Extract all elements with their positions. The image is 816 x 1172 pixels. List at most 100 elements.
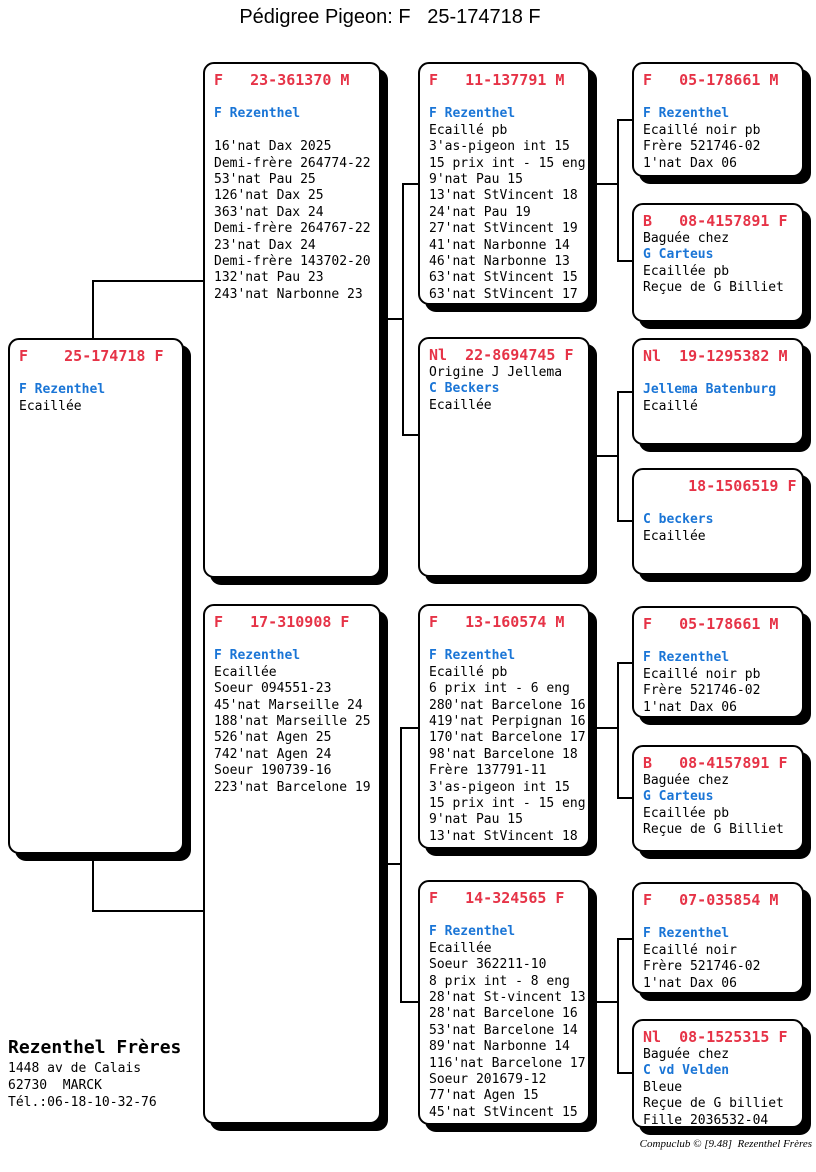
fancier-name: C beckers (643, 512, 714, 528)
owner-address-block: Rezenthel Frères 1448 av de Calais 62730… (8, 1036, 181, 1111)
ring-number-header: 18-1506519 F (643, 477, 797, 495)
pedigree-note-line: 1'nat Dax 06 (643, 699, 737, 715)
blank-line (214, 90, 377, 106)
pedigree-note-line: Ecaillé pb (429, 664, 508, 680)
fancier-name: F Rezenthel (214, 106, 301, 122)
fancier-name: F Rezenthel (429, 106, 516, 122)
ring-number-header: F 11-137791 M (429, 71, 565, 89)
ring-number-header: F 14-324565 F (429, 889, 565, 907)
fancier-name: C Beckers (429, 381, 500, 397)
pedigree-note-line: 45'nat StVincent 15 (429, 1104, 578, 1120)
pedigree-note-line: Ecaillée (643, 528, 706, 544)
fancier-name: F Rezenthel (19, 382, 106, 398)
blank-line (19, 366, 180, 382)
pedigree-note-line: Baguée chez (643, 773, 730, 788)
fancier-name: F Rezenthel (643, 650, 730, 666)
pedigree-note-line: 9'nat Pau 15 (429, 171, 523, 187)
pedigree-note-line: Frère 521746-02 (643, 959, 761, 975)
connector-line (617, 119, 632, 121)
ring-number-header: F 05-178661 M (643, 615, 779, 633)
connector-line (590, 1001, 617, 1003)
pedigree-note-line: 223'nat Barcelone 19 (214, 779, 371, 795)
pedigree-note-line: 3'as-pigeon int 15 (429, 779, 570, 795)
connector-line (617, 662, 619, 799)
connector-line (590, 727, 617, 729)
pedigree-note-line: Soeur 362211-10 (429, 957, 547, 973)
connector-line (402, 183, 404, 436)
connector-line (617, 797, 632, 799)
blank-line (214, 123, 377, 139)
software-credit: Compuclub © [9.48] Rezenthel Frères (639, 1138, 812, 1150)
pedigree-note-line: 188'nat Marseille 25 (214, 713, 371, 729)
pedigree-note-line: 41'nat Narbonne 14 (429, 237, 570, 253)
pedigree-box-p1: F 23-361370 M F Rezenthel 16'nat Dax 202… (203, 62, 381, 578)
pedigree-note-line: Demi-frère 264767-22 (214, 221, 371, 237)
connector-line (400, 1001, 418, 1003)
connector-line (92, 910, 203, 912)
pedigree-note-line: Reçue de G Billiet (643, 280, 784, 296)
connector-line (617, 938, 619, 1074)
fancier-name: F Rezenthel (429, 924, 516, 940)
connector-line (590, 455, 617, 457)
blank-line (429, 632, 586, 648)
pedigree-note-line: Fille 2036532-04 (643, 1112, 769, 1128)
connector-line (92, 854, 94, 912)
pedigree-note-line: 15 prix int - 15 eng (429, 795, 586, 811)
pedigree-note-line: 45'nat Marseille 24 (214, 697, 363, 713)
pedigree-note-line: 1'nat Dax 06 (643, 155, 737, 171)
pedigree-note-line: 526'nat Agen 25 (214, 730, 332, 746)
pedigree-note-line: 170'nat Barcelone 17 (429, 730, 586, 746)
pedigree-note-line: Demi-frère 264774-22 (214, 155, 371, 171)
blank-line (643, 496, 800, 512)
pedigree-note-line: 419'nat Perpignan 16 (429, 713, 586, 729)
connector-line (400, 727, 418, 729)
pedigree-note-line: Origine J Jellema (429, 365, 563, 380)
connector-line (381, 318, 402, 320)
blank-line (214, 632, 377, 648)
blank-line (643, 90, 800, 106)
pedigree-note-line: 116'nat Barcelone 17 (429, 1055, 586, 1071)
ring-number-header: F 07-035854 M (643, 891, 779, 909)
ring-number-header: Nl 22-8694745 F (429, 346, 574, 364)
pedigree-note-line: Ecaillé pb (429, 122, 508, 138)
pedigree-note-line: 63'nat StVincent 15 (429, 270, 578, 286)
pedigree-note-line: Ecaillée (19, 398, 82, 414)
pedigree-note-line: 53'nat Barcelone 14 (429, 1022, 578, 1038)
fancier-name: F Rezenthel (429, 648, 516, 664)
pedigree-note-line: Ecaillé (643, 398, 698, 414)
pedigree-note-line: 28'nat Barcelone 16 (429, 1006, 578, 1022)
pedigree-note-line: Ecaillée pb (643, 263, 730, 279)
pedigree-note-line: 13'nat StVincent 18 (429, 188, 578, 204)
ring-number-header: Nl 08-1525315 F (643, 1028, 788, 1046)
pedigree-note-line: Frère 521746-02 (643, 139, 761, 155)
blank-line (643, 634, 800, 650)
fancier-name: F Rezenthel (643, 106, 730, 122)
ring-number-header: F 17-310908 F (214, 613, 350, 631)
pedigree-note-line: 63'nat StVincent 17 (429, 286, 578, 302)
pedigree-note-line: 53'nat Pau 25 (214, 171, 316, 187)
pedigree-note-line: Ecaillée (429, 940, 492, 956)
pedigree-note-line: 280'nat Barcelone 16 (429, 697, 586, 713)
pedigree-note-line: 28'nat St-vincent 13 (429, 989, 586, 1005)
pedigree-note-line: Ecaillée (429, 397, 492, 413)
pedigree-note-line: 15 prix int - 15 eng (429, 155, 586, 171)
pedigree-note-line: 6 prix int - 6 eng (429, 681, 570, 697)
owner-name: Rezenthel Frères (8, 1037, 182, 1058)
ring-number-header: F 25-174718 F (19, 347, 164, 365)
pedigree-note-line: 363'nat Dax 24 (214, 204, 324, 220)
connector-line (590, 183, 617, 185)
pedigree-note-line: 27'nat StVincent 19 (429, 221, 578, 237)
pedigree-note-line: Soeur 094551-23 (214, 681, 332, 697)
pedigree-note-line: Frère 521746-02 (643, 683, 761, 699)
address-line: 62730 MARCK (8, 1078, 102, 1093)
pedigree-note-line: 1'nat Dax 06 (643, 975, 737, 991)
